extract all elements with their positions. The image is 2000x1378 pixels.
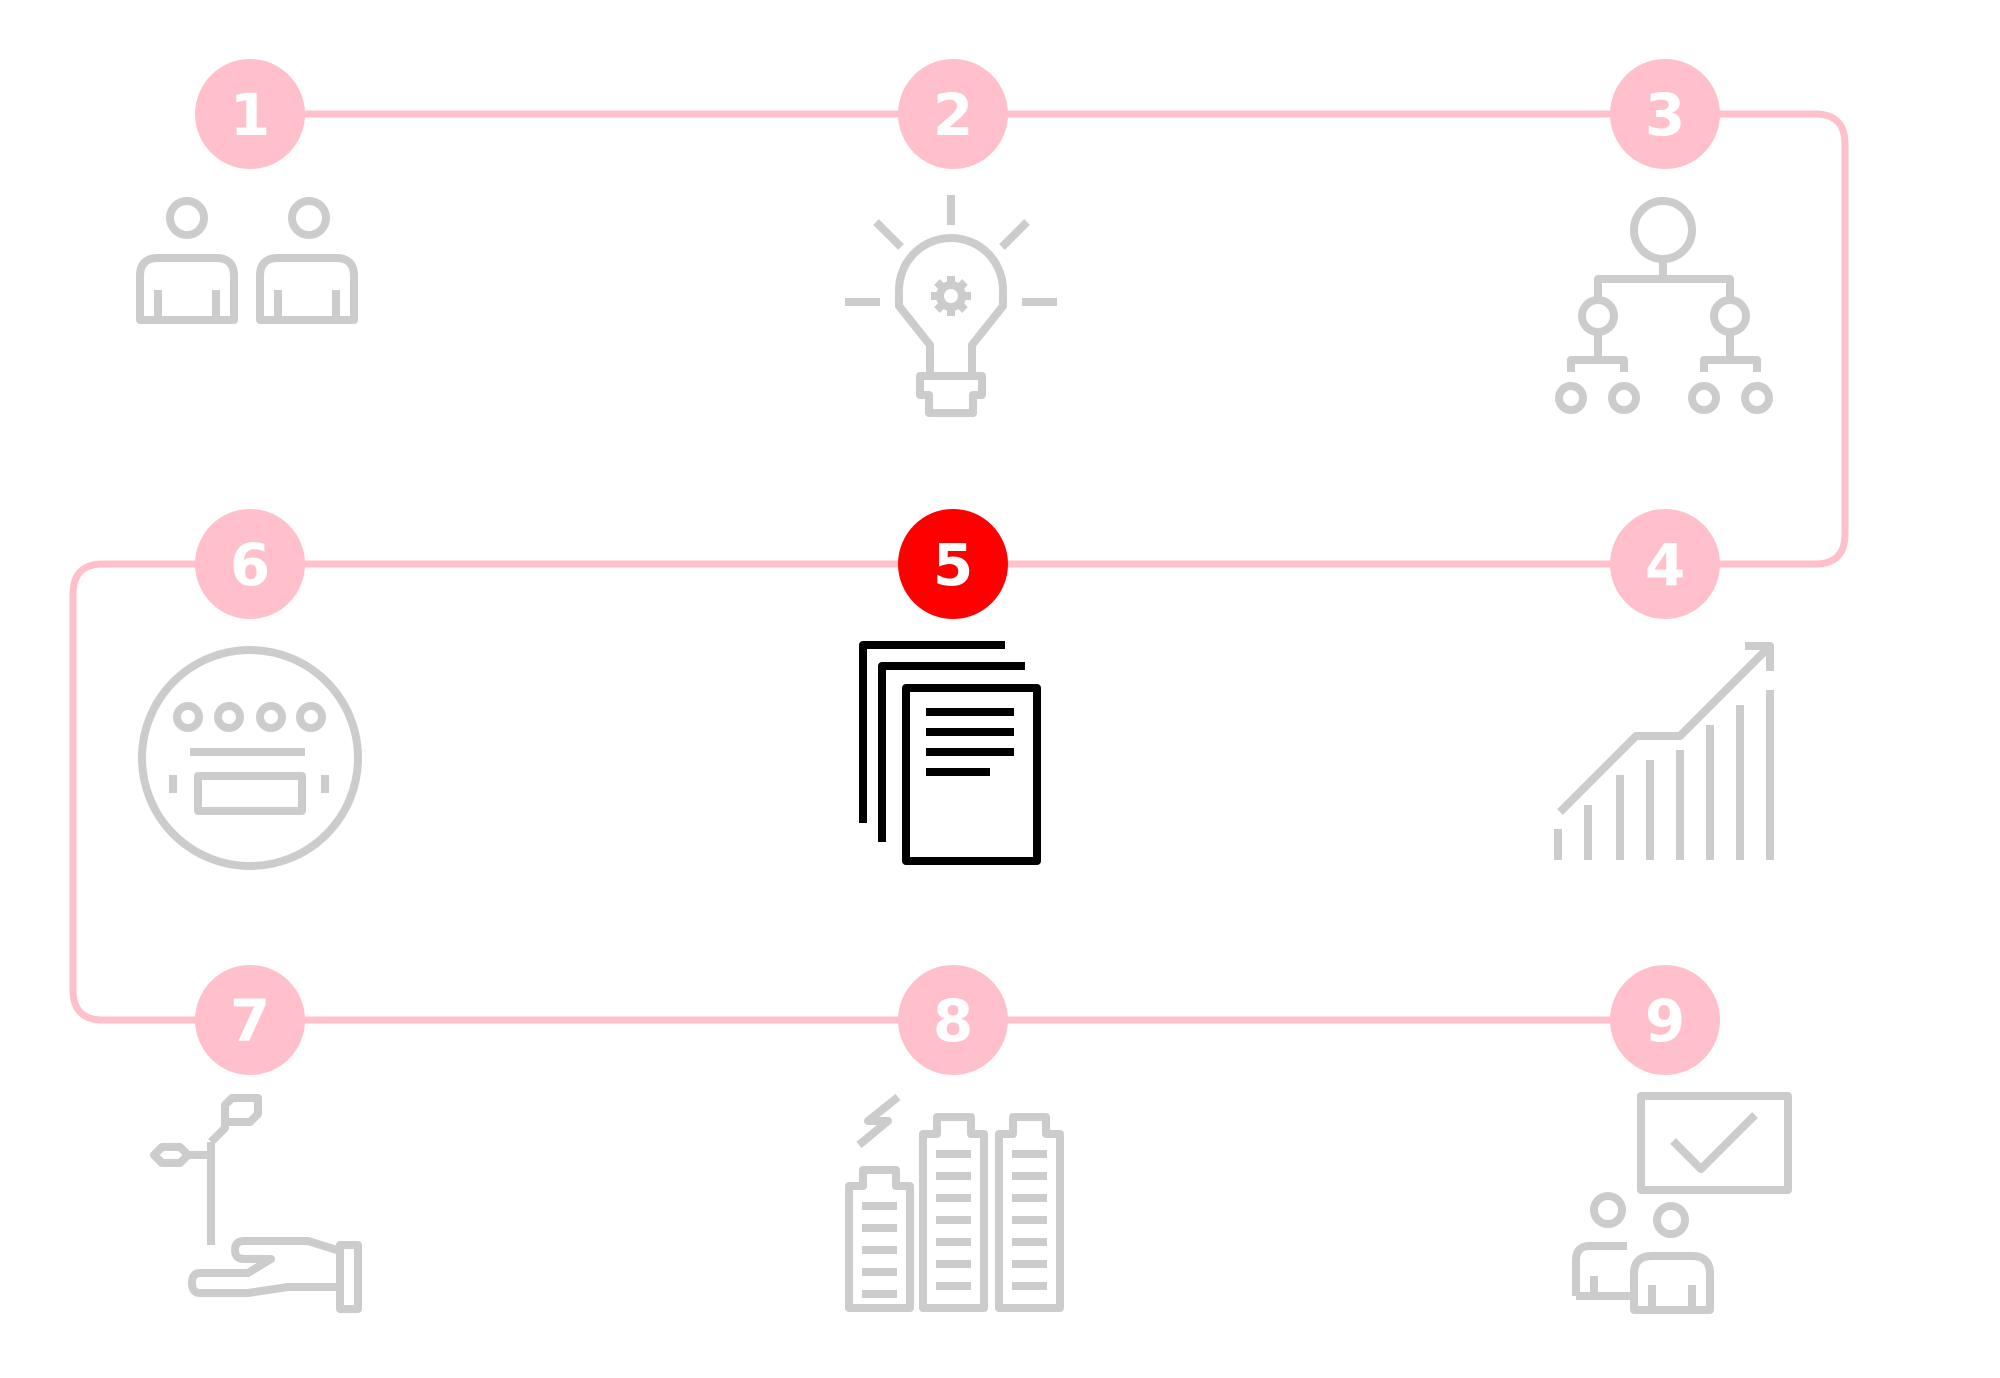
step-9-circle (1610, 965, 1720, 1075)
meter-icon (138, 646, 362, 870)
step-1[interactable]: 1 (195, 59, 305, 169)
step-9[interactable]: 9 (1610, 965, 1720, 1075)
step-7-circle (195, 965, 305, 1075)
documents-icon (859, 641, 1041, 865)
step-6-circle (195, 509, 305, 619)
step-9-number: 9 (1645, 987, 1685, 1055)
growth-chart-icon (1554, 642, 1774, 860)
step-1-number: 1 (230, 81, 270, 149)
step-8[interactable]: 8 (898, 965, 1008, 1075)
hand-plant-icon (150, 1094, 362, 1313)
step-7[interactable]: 7 (195, 965, 305, 1075)
step-2[interactable]: 2 (898, 59, 1008, 169)
batteries-icon (845, 1093, 1064, 1312)
step-6-number: 6 (230, 531, 270, 599)
presentation-icon (1572, 1092, 1792, 1314)
step-3-circle (1610, 59, 1720, 169)
lightbulb-gear-icon (845, 195, 1057, 417)
step-8-circle (898, 965, 1008, 1075)
step-2-circle (898, 59, 1008, 169)
step-5-number: 5 (933, 531, 973, 599)
step-5[interactable]: 5 (898, 509, 1008, 619)
step-3[interactable]: 3 (1610, 59, 1720, 169)
org-chart-icon (1555, 197, 1773, 414)
step-2-number: 2 (933, 81, 973, 149)
step-1-circle (195, 59, 305, 169)
step-8-number: 8 (933, 987, 973, 1055)
people-icon (136, 197, 358, 324)
step-4-circle (1610, 509, 1720, 619)
step-6[interactable]: 6 (195, 509, 305, 619)
step-5-circle (898, 509, 1008, 619)
step-4[interactable]: 4 (1610, 509, 1720, 619)
step-7-number: 7 (230, 987, 270, 1055)
step-3-number: 3 (1645, 81, 1685, 149)
step-4-number: 4 (1645, 531, 1685, 599)
